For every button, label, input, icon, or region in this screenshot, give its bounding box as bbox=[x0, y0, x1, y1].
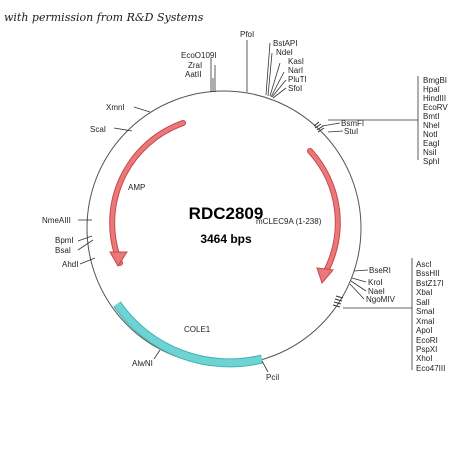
bsmfi-lead bbox=[321, 122, 341, 127]
scai-lead bbox=[113, 127, 133, 132]
credit-text: with permission from R&D Systems bbox=[4, 11, 204, 24]
site-zrai: ZraI bbox=[188, 61, 202, 70]
mcs-bottom-site: AscI bbox=[416, 260, 432, 269]
site-kroi: KroI bbox=[368, 278, 383, 287]
site-stui: StuI bbox=[344, 127, 358, 136]
plasmid-size: 3464 bps bbox=[200, 232, 252, 246]
stui-lead bbox=[327, 130, 344, 133]
site-scai: ScaI bbox=[90, 125, 106, 134]
insert-arrow-head bbox=[316, 267, 334, 285]
mcs-bottom-site: EcoRI bbox=[416, 336, 438, 345]
amp-arrow-fill bbox=[110, 121, 185, 265]
site-naei: NaeI bbox=[368, 287, 385, 296]
site-pfoi: PfoI bbox=[240, 30, 254, 39]
pcii-lead bbox=[261, 360, 269, 373]
site-ahdi: AhdI bbox=[62, 260, 78, 269]
site-bpmi: BpmI bbox=[55, 236, 74, 245]
bpmi-lead bbox=[77, 235, 93, 242]
site-bsai: BsaI bbox=[55, 246, 71, 255]
mcs-bottom-site: XbaI bbox=[416, 288, 432, 297]
mcs-bottom-site: PspXI bbox=[416, 345, 437, 354]
amp-label: AMP bbox=[128, 183, 145, 192]
mcs-bottom-site: SmaI bbox=[416, 307, 435, 316]
site-sfoi: SfoI bbox=[288, 84, 302, 93]
kasi-lead bbox=[269, 62, 281, 97]
ngomiv-lead bbox=[349, 283, 365, 300]
pluti-lead bbox=[271, 79, 287, 98]
cole1-band bbox=[114, 302, 263, 367]
site-ngomiv: NgoMIV bbox=[366, 295, 396, 304]
kroi-lead bbox=[351, 277, 367, 283]
mcs-top-site: SphI bbox=[423, 157, 439, 166]
mcs-top-site: BmtI bbox=[423, 112, 439, 121]
mcs-bottom-site: BstZ17I bbox=[416, 279, 444, 288]
cole1-label: COLE1 bbox=[184, 325, 211, 334]
mcs-top-site: BmgBI bbox=[423, 76, 447, 85]
mcs-bottom-site: BssHII bbox=[416, 269, 440, 278]
mcs-top-site: EcoRV bbox=[423, 103, 448, 112]
site-pcii: PciI bbox=[266, 373, 279, 382]
mcs-bottom-site: Eco47III bbox=[416, 364, 445, 373]
plasmid-name: RDC2809 bbox=[189, 204, 264, 223]
site-ndei: NdeI bbox=[276, 48, 293, 57]
mcs-top-site: NotI bbox=[423, 130, 438, 139]
nari-lead bbox=[270, 71, 285, 98]
ndei-lead bbox=[267, 52, 273, 97]
insert-label: mCLEC9A (1-238) bbox=[256, 217, 322, 226]
xmni-lead bbox=[133, 106, 151, 113]
site-nmeaiii: NmeAIII bbox=[42, 216, 71, 225]
mcs-bottom-site: XhoI bbox=[416, 354, 432, 363]
site-pluti: PluTI bbox=[288, 75, 307, 84]
mcs-bottom-site: XmaI bbox=[416, 317, 435, 326]
site-nari: NarI bbox=[288, 66, 303, 75]
site-bseri: BseRI bbox=[369, 266, 391, 275]
mcs-top-site: NheI bbox=[423, 121, 440, 130]
mcs-top-site: HindIII bbox=[423, 94, 446, 103]
sfoi-lead bbox=[272, 87, 287, 99]
mcs-bottom-site: SalI bbox=[416, 298, 430, 307]
ahdi-lead bbox=[79, 257, 96, 265]
site-ecoo109i: EcoO109I bbox=[181, 51, 217, 60]
mcs-bottom-list: AscI BssHII BstZ17I XbaI SalI SmaI XmaI … bbox=[416, 260, 445, 373]
bseri-lead bbox=[353, 269, 369, 272]
bsai-lead bbox=[77, 239, 94, 251]
site-aatii: AatII bbox=[185, 70, 201, 79]
mcs-top-list: BmgBI HpaI HindIII EcoRV BmtI NheI NotI … bbox=[423, 76, 448, 166]
site-alwni: AlwNI bbox=[132, 359, 153, 368]
mcs-bottom-site: ApoI bbox=[416, 326, 432, 335]
mcs-bottom-hatch bbox=[332, 295, 344, 308]
site-bsmfi: BsmFI bbox=[341, 119, 364, 128]
mcs-top-site: NsiI bbox=[423, 148, 437, 157]
site-bstapi: BstAPI bbox=[273, 39, 297, 48]
mcs-top-site: EagI bbox=[423, 139, 439, 148]
alwni-lead bbox=[153, 349, 161, 360]
site-kasi: KasI bbox=[288, 57, 304, 66]
insert-arrow-fill bbox=[308, 149, 340, 275]
mcs-top-site: HpaI bbox=[423, 85, 440, 94]
bstapi-lead bbox=[265, 42, 271, 96]
mcs-top-hatch bbox=[313, 121, 325, 133]
site-xmni: XmnI bbox=[106, 103, 125, 112]
amp-arrow-head bbox=[109, 251, 128, 267]
naei-lead bbox=[350, 280, 367, 292]
